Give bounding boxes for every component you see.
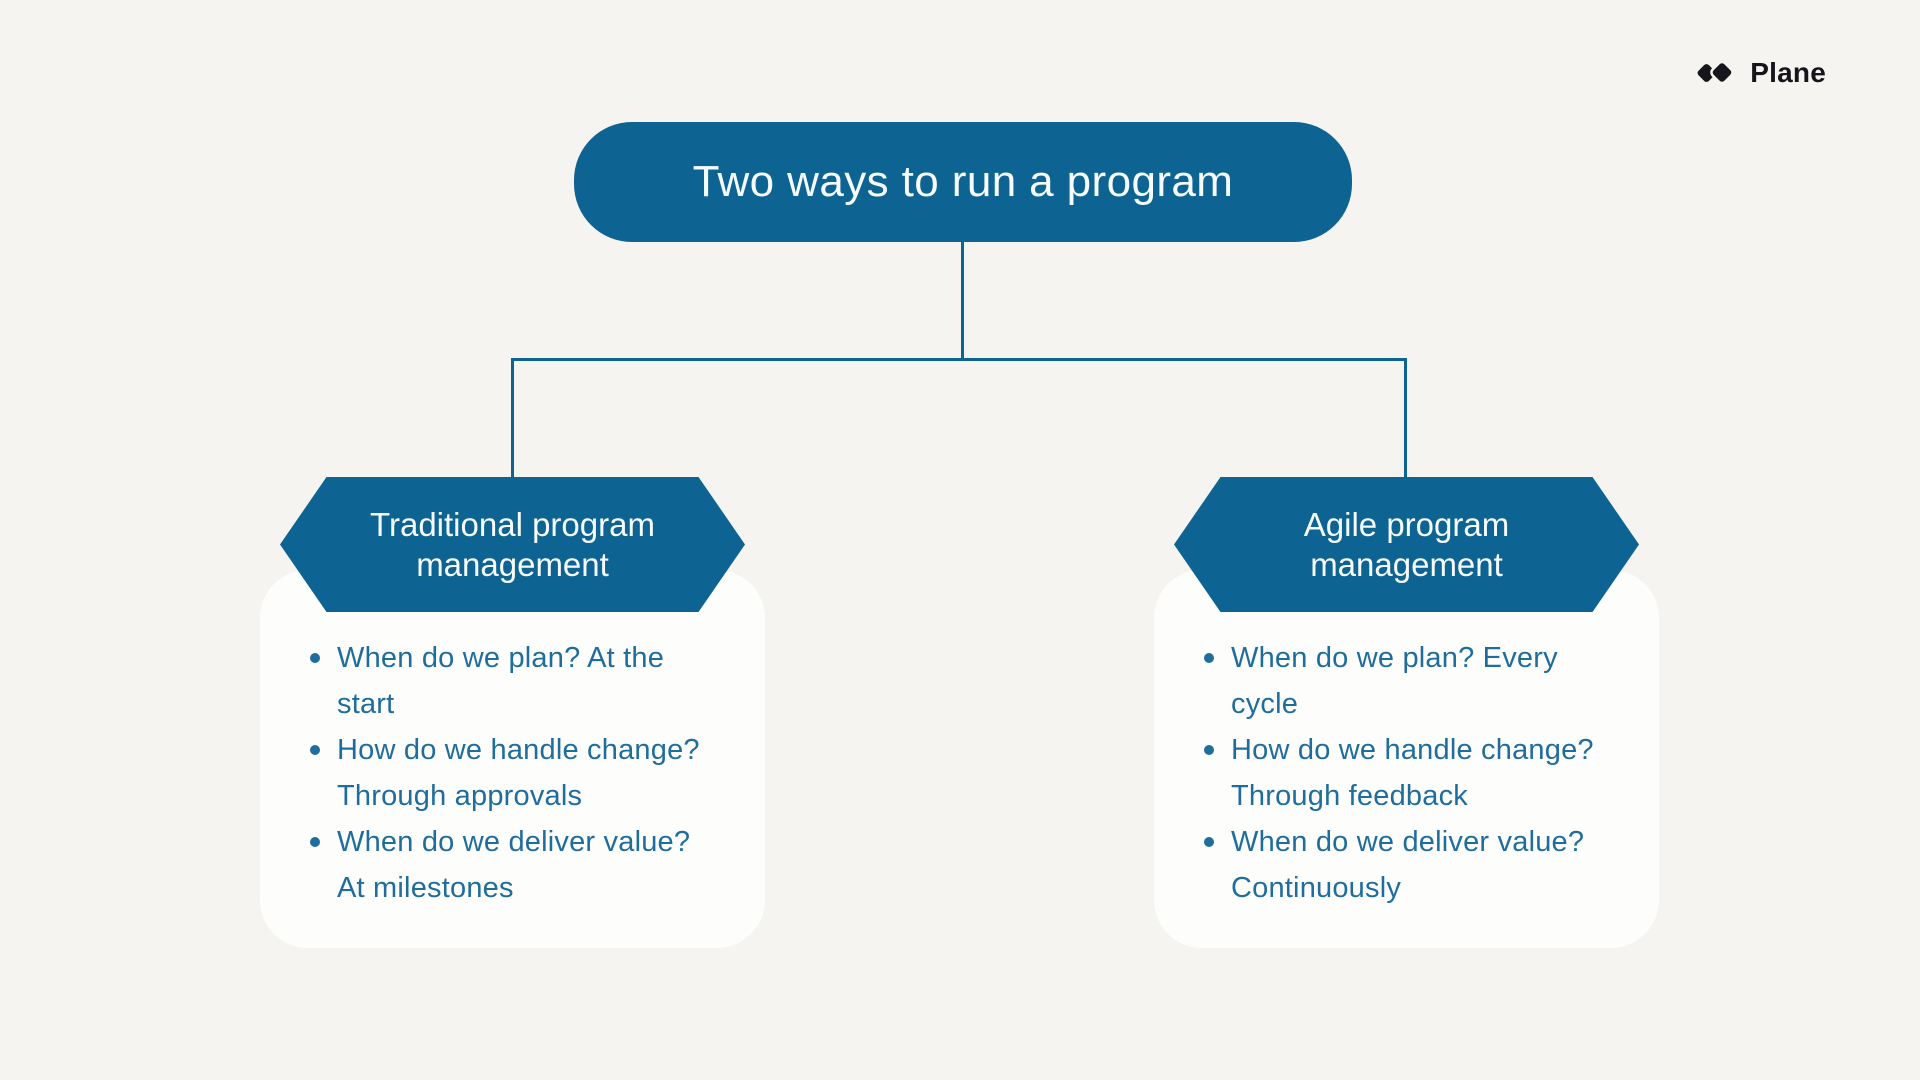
list-item: How do we handle change? Through feedbac… xyxy=(1204,727,1633,819)
bullet-dot xyxy=(310,653,320,663)
agile-node: Agile program management xyxy=(1174,477,1639,612)
bullet-dot xyxy=(310,837,320,847)
brand-name: Plane xyxy=(1750,57,1826,88)
connector-horizontal xyxy=(511,358,1407,361)
list-item: When do we plan? At the start xyxy=(310,635,739,727)
agile-bullet-list: When do we plan? Every cycle How do we h… xyxy=(1154,570,1659,911)
list-item: When do we deliver value? Continuously xyxy=(1204,819,1633,911)
root-node-label: Two ways to run a program xyxy=(692,157,1234,206)
connector-right-drop xyxy=(1404,358,1407,478)
bullet-dot xyxy=(310,745,320,755)
list-item: When do we deliver value? At milestones xyxy=(310,819,739,911)
bullet-dot xyxy=(1204,653,1214,663)
traditional-bullet-list: When do we plan? At the start How do we … xyxy=(260,570,765,911)
bullet-dot xyxy=(1204,837,1214,847)
list-item-text: How do we handle change? Through feedbac… xyxy=(1231,734,1594,812)
agile-detail-card: When do we plan? Every cycle How do we h… xyxy=(1154,570,1659,948)
root-node: Two ways to run a program xyxy=(574,122,1352,242)
plane-logo: Plane xyxy=(1694,56,1826,90)
branch-agile: When do we plan? Every cycle How do we h… xyxy=(1154,477,1659,948)
list-item-text: When do we plan? At the start xyxy=(337,642,665,720)
traditional-node: Traditional program management xyxy=(280,477,745,612)
list-item-text: When do we deliver value? At milestones xyxy=(337,826,691,904)
traditional-detail-card: When do we plan? At the start How do we … xyxy=(260,570,765,948)
agile-node-label: Agile program management xyxy=(1303,505,1510,583)
branch-traditional: When do we plan? At the start How do we … xyxy=(260,477,765,948)
bullet-dot xyxy=(1204,745,1214,755)
list-item-text: How do we handle change? Through approva… xyxy=(337,734,700,812)
list-item: When do we plan? Every cycle xyxy=(1204,635,1633,727)
list-item-text: When do we plan? Every cycle xyxy=(1231,642,1558,720)
connector-trunk xyxy=(961,242,964,360)
traditional-node-label: Traditional program management xyxy=(370,505,655,583)
list-item-text: When do we deliver value? Continuously xyxy=(1231,826,1585,904)
plane-logo-icon xyxy=(1695,60,1735,85)
list-item: How do we handle change? Through approva… xyxy=(310,727,739,819)
connector-left-drop xyxy=(511,358,514,478)
